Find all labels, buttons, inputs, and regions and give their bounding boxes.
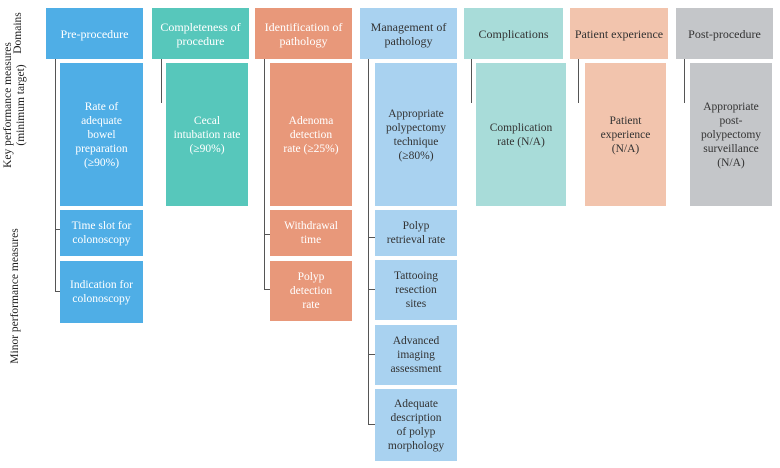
row-label-minor-measures: Minor performance measures	[9, 228, 21, 364]
connector-line	[264, 234, 270, 235]
connector-line	[264, 289, 270, 290]
connector-line	[368, 289, 375, 290]
domain-header-identification: Identification of pathology	[255, 8, 352, 59]
minor-measure-withdrawal-time: Withdrawal time	[270, 210, 352, 256]
row-label-key-line2: (minimum target)	[15, 64, 27, 146]
key-measure-bowel-preparation: Rate of adequate bowel preparation (≥90%…	[60, 63, 143, 206]
minor-measure-tattooing: Tattooing resection sites	[375, 260, 457, 320]
connector-line	[55, 59, 56, 291]
minor-measure-polyp-morphology: Adequate description of polyp morphology	[375, 389, 457, 461]
domain-header-pre-procedure: Pre-procedure	[46, 8, 143, 59]
key-measure-complication-rate: Complication rate (N/A)	[476, 63, 566, 206]
connector-line	[368, 354, 375, 355]
minor-measure-advanced-imaging: Advanced imaging assessment	[375, 325, 457, 385]
minor-measure-indication: Indication for colonoscopy	[60, 261, 143, 323]
connector-line	[578, 59, 579, 103]
domain-header-management: Management of pathology	[360, 8, 457, 59]
connector-line	[161, 59, 162, 103]
domain-header-patient-experience: Patient experience	[570, 8, 668, 59]
connector-line	[55, 291, 60, 292]
key-measure-polypectomy-technique: Appropriate polypectomy technique (≥80%)	[375, 63, 457, 206]
key-measure-patient-experience: Patient experience (N/A)	[585, 63, 666, 206]
minor-measure-polyp-retrieval: Polyp retrieval rate	[375, 210, 457, 256]
connector-line	[368, 424, 375, 425]
connector-line	[55, 229, 60, 230]
connector-line	[264, 59, 265, 289]
key-measure-cecal-intubation: Cecal intubation rate (≥90%)	[166, 63, 248, 206]
domain-header-post-procedure: Post-procedure	[676, 8, 773, 59]
row-label-key-measures: Key performance measures (minimum target…	[2, 10, 28, 200]
domain-header-complications: Complications	[464, 8, 563, 59]
key-measure-surveillance: Appropriate post-polypectomy surveillanc…	[690, 63, 772, 206]
connector-line	[368, 237, 375, 238]
connector-line	[368, 59, 369, 424]
minor-measure-time-slot: Time slot for colonoscopy	[60, 210, 143, 256]
key-measure-adenoma-detection: Adenoma detection rate (≥25%)	[270, 63, 352, 206]
minor-measure-polyp-detection: Polyp detection rate	[270, 261, 352, 321]
row-label-key-line1: Key performance measures	[2, 42, 14, 168]
connector-line	[684, 59, 685, 103]
domain-header-completeness: Completeness of procedure	[152, 8, 249, 59]
connector-line	[471, 59, 472, 103]
